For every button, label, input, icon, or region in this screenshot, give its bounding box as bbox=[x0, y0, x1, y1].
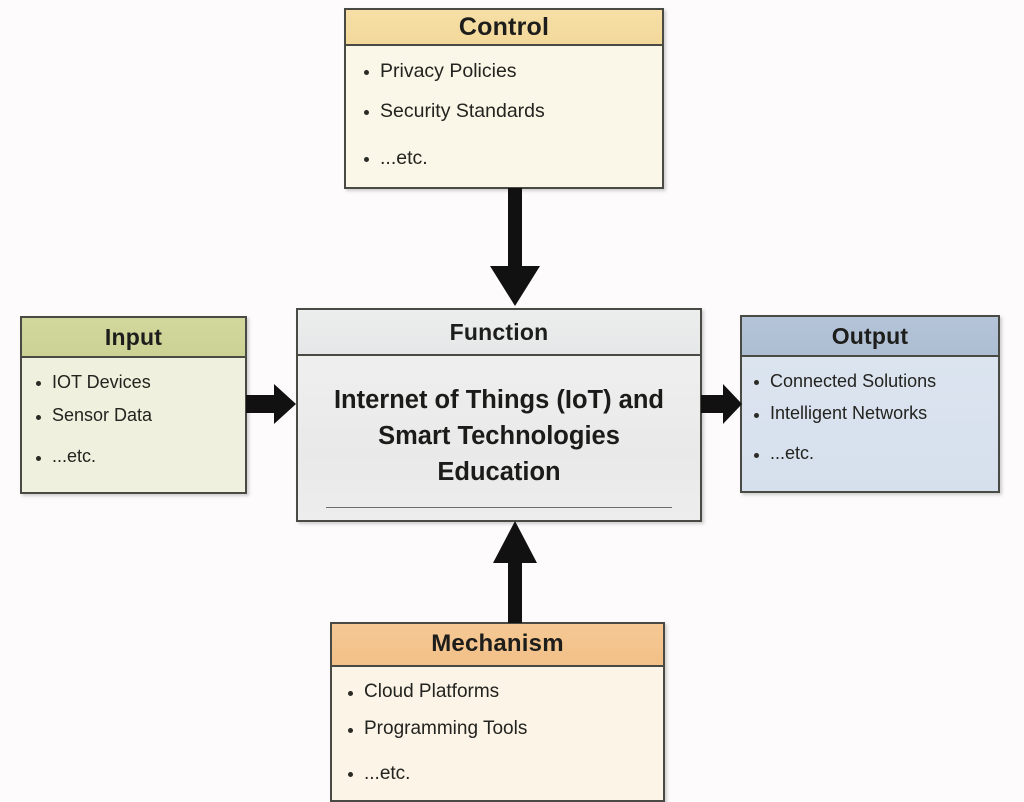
arrow-down-icon bbox=[487, 188, 543, 310]
list-item: ...etc. bbox=[348, 763, 663, 785]
list-item: Intelligent Networks bbox=[754, 403, 998, 424]
function-box-body: Internet of Things (IoT) and Smart Techn… bbox=[298, 356, 700, 520]
list-item: Sensor Data bbox=[36, 405, 245, 426]
mechanism-box-title: Mechanism bbox=[332, 624, 663, 667]
list-item: IOT Devices bbox=[36, 372, 245, 393]
control-box-body: Privacy Policies Security Standards ...e… bbox=[346, 46, 662, 187]
input-box-title: Input bbox=[22, 318, 245, 358]
input-box[interactable]: Input IOT Devices Sensor Data ...etc. bbox=[20, 316, 247, 494]
input-item-list: IOT Devices Sensor Data ...etc. bbox=[22, 372, 245, 468]
output-box-body: Connected Solutions Intelligent Networks… bbox=[742, 357, 998, 491]
output-box-title: Output bbox=[742, 317, 998, 357]
control-box-title: Control bbox=[346, 10, 662, 46]
input-box-body: IOT Devices Sensor Data ...etc. bbox=[22, 358, 245, 492]
list-item: Security Standards bbox=[364, 100, 662, 123]
control-item-list: Privacy Policies Security Standards ...e… bbox=[346, 60, 662, 170]
function-underline-rule bbox=[326, 507, 672, 508]
output-item-list: Connected Solutions Intelligent Networks… bbox=[742, 371, 998, 465]
mechanism-box[interactable]: Mechanism Cloud Platforms Programming To… bbox=[330, 622, 665, 802]
list-item: ...etc. bbox=[754, 443, 998, 464]
list-item: Connected Solutions bbox=[754, 371, 998, 392]
output-box[interactable]: Output Connected Solutions Intelligent N… bbox=[740, 315, 1000, 493]
list-item: ...etc. bbox=[364, 147, 662, 170]
function-box[interactable]: Function Internet of Things (IoT) and Sm… bbox=[296, 308, 702, 522]
function-box-title: Function bbox=[298, 310, 700, 356]
list-item: Privacy Policies bbox=[364, 60, 662, 83]
control-box[interactable]: Control Privacy Policies Security Standa… bbox=[344, 8, 664, 189]
list-item: Programming Tools bbox=[348, 718, 663, 740]
list-item: ...etc. bbox=[36, 446, 245, 467]
arrow-right-icon bbox=[701, 384, 743, 424]
function-name-text: Internet of Things (IoT) and Smart Techn… bbox=[333, 386, 665, 487]
list-item: Cloud Platforms bbox=[348, 681, 663, 703]
mechanism-item-list: Cloud Platforms Programming Tools ...etc… bbox=[332, 681, 663, 785]
arrow-up-icon bbox=[489, 521, 543, 623]
arrow-right-icon bbox=[246, 384, 298, 424]
mechanism-box-body: Cloud Platforms Programming Tools ...etc… bbox=[332, 666, 663, 800]
